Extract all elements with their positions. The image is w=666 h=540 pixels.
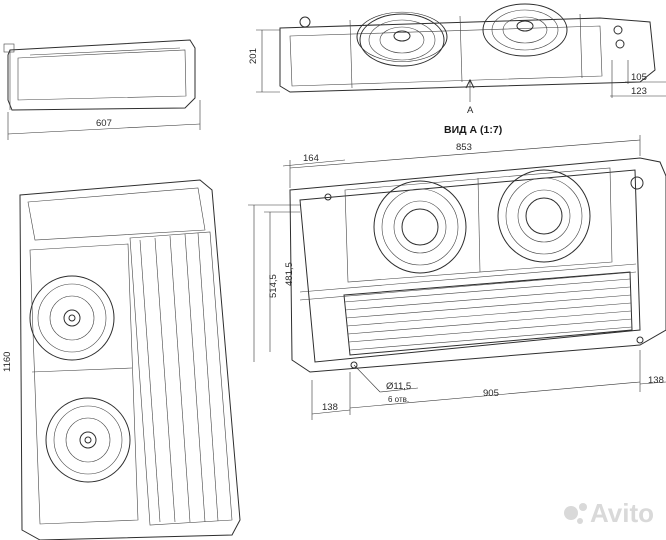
view-a-fan-right: [497, 169, 591, 263]
dim-overall-853: 853: [456, 142, 472, 153]
watermark-text: Avito: [590, 498, 654, 528]
dim-bottom-905: 905: [483, 388, 499, 399]
plan-fan-top: [29, 275, 115, 361]
dim-front-height: 201: [248, 48, 259, 64]
watermark-logo: Avito: [564, 498, 654, 528]
plan-fan-bottom: [45, 397, 131, 483]
dim-right-123: 123: [631, 86, 647, 97]
dim-height-481: 481,5: [284, 262, 295, 286]
front-fan-right: [482, 3, 568, 57]
dim-left-164: 164: [303, 153, 319, 164]
dim-right-105: 105: [631, 72, 647, 83]
front-fan-left: [356, 11, 448, 67]
hole-count: 6 отв.: [388, 395, 409, 404]
front-view: 201 105 123 A: [248, 3, 666, 116]
section-marker: A: [467, 105, 474, 116]
dim-bottom-138-right: 138: [648, 375, 664, 386]
hole-diameter: Ø11,5: [386, 381, 411, 392]
dim-height-514: 514,5: [268, 274, 279, 298]
coil-fins: [343, 278, 633, 351]
plan-view: 1160: [2, 179, 241, 540]
view-a-fan-left: [373, 180, 467, 274]
dim-left-edge: 1160: [2, 352, 13, 372]
dim-bottom-138-left: 138: [322, 402, 338, 413]
view-title: ВИД А (1:7): [444, 124, 502, 136]
dim-side-width: 607: [96, 118, 112, 129]
side-view: 607: [3, 39, 201, 140]
view-a: 853 164 514,5 481,5 138 905 138 Ø11,5 6 …: [248, 135, 666, 420]
